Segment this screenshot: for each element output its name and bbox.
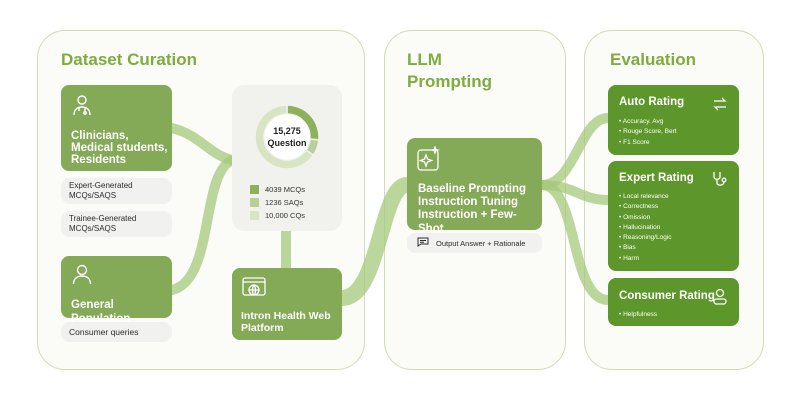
expert-generated-line1: Expert-Generated <box>69 181 133 190</box>
legend-saq-swatch <box>250 198 259 207</box>
person-icon <box>70 262 94 286</box>
question-total: 15,275 <box>273 126 301 136</box>
donut-segment-cq <box>254 104 315 170</box>
auto-rating-list: Accuracy. Avg Rouge Score, Bert F1 Score <box>619 117 677 148</box>
expert-generated-pill: Expert-Generated MCQs/SAQS <box>61 178 172 204</box>
clinicians-box: Clinicians, Medical students, Residents <box>61 85 172 171</box>
legend-cq-swatch <box>250 211 259 220</box>
web-browser-icon <box>241 275 267 301</box>
message-icon <box>417 237 429 249</box>
expert-rating-title: Expert Rating <box>619 172 694 184</box>
llm-prompting-title-line1: LLM <box>407 50 442 69</box>
legend-mcq-swatch <box>250 185 259 194</box>
refresh-arrows-icon <box>711 95 729 113</box>
clinicians-label-line1: Clinicians, <box>71 130 129 142</box>
legend-cq: 10,000 CQs <box>250 211 305 220</box>
general-population-box: General Population <box>61 256 172 325</box>
output-answer-pill: Output Answer + Rationale <box>407 233 542 253</box>
expert-rating-item: Bias <box>619 243 672 253</box>
platform-label-line1: Intron Health Web <box>241 310 331 322</box>
consumer-rating-list: Helpfulness <box>619 310 657 320</box>
question-total-label: Question <box>267 138 307 148</box>
consumer-queries-pill: Consumer queries <box>61 322 172 342</box>
consumer-rating-title: Consumer Rating <box>619 290 715 302</box>
auto-rating-item: F1 Score <box>619 138 677 148</box>
flow-prompting-to-auto <box>537 113 613 190</box>
expert-rating-item: Local relevance <box>619 192 672 202</box>
prompting-methods-box: Baseline Prompting Instruction Tuning In… <box>407 138 542 235</box>
intron-health-platform-box: Intron Health Web Platform <box>232 268 342 340</box>
sparkle-icon <box>416 146 442 172</box>
consumer-rating-item: Helpfulness <box>619 310 657 320</box>
expert-rating-item: Harm <box>619 254 672 264</box>
legend-mcq: 4039 MCQs <box>250 185 305 194</box>
auto-rating-item: Rouge Score, Bert <box>619 127 676 137</box>
user-icon <box>712 288 728 306</box>
consumer-queries-label: Consumer queries <box>69 327 139 337</box>
expert-rating-list: Local relevance Correctness Omission Hal… <box>619 192 672 264</box>
legend-mcq-label: 4039 MCQs <box>265 185 306 194</box>
legend-saq: 1236 SAQs <box>250 198 303 207</box>
output-answer-label: Output Answer + Rationale <box>436 238 526 248</box>
donut-center <box>264 114 310 160</box>
dataset-curation-title: Dataset Curation <box>61 50 198 69</box>
legend-saq-label: 1236 SAQs <box>265 198 304 207</box>
expert-rating-box: Expert Rating Local relevance Correctnes… <box>608 161 739 271</box>
auto-rating-box: Auto Rating Accuracy. Avg Rouge Score, B… <box>608 85 739 155</box>
trainee-generated-line2: MCQs/SAQS <box>69 224 117 233</box>
prompting-line3: Instruction + Few-Shot <box>418 209 517 235</box>
question-summary-card: 15,275 Question 4039 MCQs 1236 SAQs 10,0… <box>232 85 342 231</box>
expert-rating-item: Reasoning/Logic <box>619 233 671 243</box>
trainee-generated-pill: Trainee-Generated MCQs/SAQS <box>61 211 172 237</box>
llm-prompting-title-line2: Prompting <box>407 72 492 91</box>
consumer-rating-box: Consumer Rating Helpfulness <box>608 278 739 326</box>
auto-rating-item: Accuracy. Avg <box>619 117 677 127</box>
stethoscope-icon <box>711 170 729 188</box>
trainee-generated-line1: Trainee-Generated <box>69 214 137 223</box>
flow-prompting-to-consumer <box>537 180 613 305</box>
clinicians-label-line3: Residents <box>71 154 126 166</box>
expert-rating-item: Correctness <box>619 202 672 212</box>
prompting-line2: Instruction Tuning <box>418 196 519 208</box>
legend-cq-label: 10,000 CQs <box>265 211 306 220</box>
flow-clinicians-to-questions <box>167 123 237 165</box>
flow-population-to-questions <box>167 155 237 295</box>
expert-rating-item: Omission <box>619 213 672 223</box>
auto-rating-title: Auto Rating <box>619 96 685 108</box>
prompting-line1: Baseline Prompting <box>418 183 526 195</box>
platform-label-line2: Platform <box>241 322 284 334</box>
question-donut-chart <box>254 104 320 170</box>
clinicians-label-line2: Medical students, <box>71 142 168 154</box>
expert-rating-item: Hallucination <box>619 223 672 233</box>
doctor-icon <box>70 93 94 117</box>
flow-platform-to-prompting <box>334 177 415 306</box>
evaluation-title: Evaluation <box>610 50 696 69</box>
expert-generated-line2: MCQs/SAQS <box>69 191 117 200</box>
